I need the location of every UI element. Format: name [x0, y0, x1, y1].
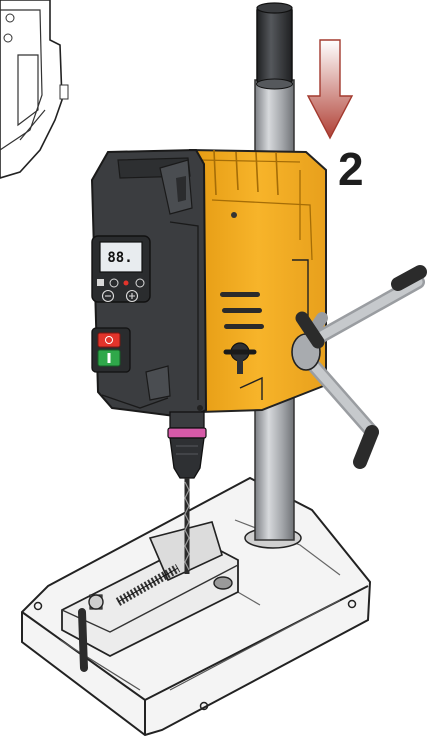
- lcd-readout: 88.: [107, 250, 132, 266]
- control-icons-row: [97, 278, 145, 288]
- start-icon: [107, 353, 111, 363]
- handle-grip-bottom: [353, 425, 379, 469]
- chuck-assembly: [167, 411, 207, 574]
- down-arrow-icon: [306, 39, 354, 140]
- stop-button: [97, 332, 121, 348]
- vise-handle: [78, 608, 88, 672]
- vise-clamp-bolt: [213, 576, 233, 590]
- control-body: 88.: [90, 148, 208, 420]
- plus-button-icon: [125, 289, 139, 303]
- base-bolt-hole-front: [199, 701, 209, 711]
- laser-icon: [123, 280, 129, 286]
- base-bolt-hole-right: [347, 599, 357, 609]
- chuck: [169, 437, 205, 479]
- speed-icon: [109, 278, 119, 288]
- inset-minus-icon: [3, 33, 13, 43]
- drill-head-housing: [188, 148, 327, 414]
- inset-detail-view: [0, 0, 69, 179]
- stop-icon: [105, 336, 113, 344]
- power-icon: [135, 278, 145, 288]
- mode-icon: [97, 279, 104, 286]
- base-bolt-hole-left: [33, 601, 43, 611]
- column-cap: [256, 5, 293, 85]
- minus-button-icon: [101, 289, 115, 303]
- step-number: 2: [338, 143, 364, 195]
- feed-handles: [291, 265, 427, 469]
- handle-grip-top: [391, 265, 427, 291]
- chuck-collar: [167, 427, 207, 439]
- machine-vise: [61, 521, 239, 672]
- lcd-display: [99, 241, 143, 273]
- handle-grip-left: [295, 311, 325, 349]
- vent-slots: [220, 292, 264, 329]
- inset-power-icon: [5, 13, 15, 23]
